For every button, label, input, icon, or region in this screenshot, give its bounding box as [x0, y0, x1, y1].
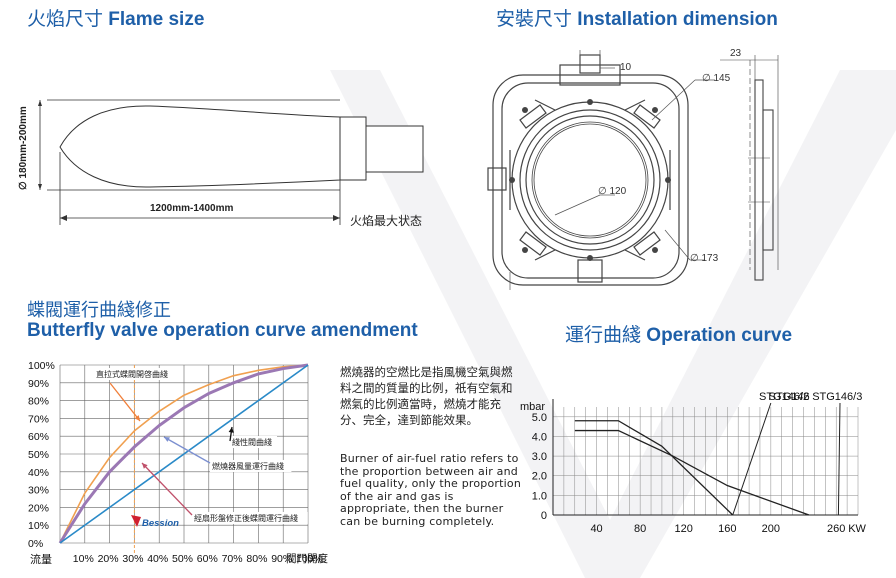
dim-173: ∅ 173 [690, 253, 719, 264]
valve-annotation-corrected: 經扇形盤修正後蝶閥運行曲綫 [194, 513, 298, 523]
dim-120: ∅ 120 [598, 186, 627, 197]
description-zh: 燃燒器的空燃比是指風機空氣與燃料之間的質量的比例，祇有空氣和燃氣的比例適當時，燃… [340, 365, 513, 427]
installation-heading: 安裝尺寸 Installation dimension [496, 8, 778, 30]
bession-logo-text: Bession [142, 518, 179, 529]
op-label-stg146-2-3: STG146/2 STG146/3 [759, 391, 862, 403]
op-y-tick: 2.0 [532, 471, 547, 483]
dim-145: ∅ 145 [702, 73, 731, 84]
flame-length-label: 1200mm-1400mm [150, 203, 234, 214]
valve-x-tick: 20% [98, 553, 119, 565]
valve-y-tick: 40% [28, 467, 49, 479]
valve-y-tick: 100% [28, 360, 55, 372]
valve-series-purple [58, 363, 309, 544]
valve-heading-en: Butterfly valve operation curve amendmen… [27, 320, 418, 341]
valve-x-tick: 10% [73, 553, 94, 565]
installation-drawing [487, 50, 779, 290]
valve-annotation-linear: 綫性閥曲綫 [232, 437, 272, 447]
valve-y-tick: 60% [28, 431, 49, 443]
valve-series-orange [59, 364, 309, 544]
valve-arrow-red [141, 462, 193, 516]
valve-x-tick: 90% [271, 553, 292, 565]
valve-y-tick: 0% [28, 538, 43, 550]
op-x-tick: 120 [675, 523, 693, 535]
valve-arrow-linear-head [228, 427, 234, 433]
flame-max-state-label: 火焰最大状态 [350, 214, 423, 228]
dim-10: 10 [620, 62, 632, 73]
valve-y-tick: 50% [28, 449, 49, 461]
valve-x-tick: 100% [296, 553, 323, 565]
op-y-tick: 0 [541, 510, 547, 522]
valve-arrow-red-head [142, 463, 148, 469]
valve-arrow-orange-head [134, 415, 140, 421]
bession-logo-mark [131, 515, 141, 527]
op-x-tick: 40 [590, 523, 602, 535]
op-x-tick: 80 [634, 523, 646, 535]
valve-annotation-corrected-bg [192, 512, 308, 524]
valve-arrow-orange [109, 382, 141, 422]
valve-annotation-orange: 直拉式蝶閥開啓曲綫 [96, 369, 168, 379]
valve-y-tick: 10% [28, 520, 49, 532]
valve-annotation-purple: 燃燒器風量運行曲綫 [212, 461, 284, 471]
op-y-tick: 5.0 [532, 412, 547, 424]
valve-arrow-purple [163, 436, 211, 464]
valve-y-tick: 90% [28, 378, 49, 390]
op-leader-stg146-2 [837, 402, 841, 516]
valve-x-tick: 70% [222, 553, 243, 565]
valve-x-tick: 30% [122, 553, 143, 565]
op-y-tick: 4.0 [532, 431, 547, 443]
flame-size-heading: 火焰尺寸 Flame size [27, 8, 205, 30]
valve-arrow-purple-head [164, 437, 170, 442]
valve-x-tick: 50% [172, 553, 193, 565]
valve-annotation-linear-bg [230, 436, 277, 448]
op-series-0 [574, 420, 734, 516]
valve-y-tick: 30% [28, 485, 49, 497]
op-y-unit: mbar [520, 401, 545, 413]
op-leader-stg146 [732, 402, 772, 516]
op-y-tick: 3.0 [532, 451, 547, 463]
valve-chart: 100%90%80%70%60%50%40%30%20%10%0%10%20%3… [28, 360, 328, 566]
flame-diagram [38, 99, 424, 225]
op-label-stg146: STG146 [769, 391, 810, 403]
valve-y-label: 流量 [30, 552, 52, 566]
dim-23: 23 [730, 48, 742, 59]
valve-x-label: 閥門開度 [286, 552, 328, 565]
valve-series-blue [59, 364, 309, 544]
op-x-tick: 160 [718, 523, 736, 535]
valve-annotation-purple-bg [210, 460, 292, 472]
op-x-tick: 260 [827, 523, 845, 535]
valve-x-tick: 40% [147, 553, 168, 565]
valve-y-tick: 70% [28, 413, 49, 425]
flame-diameter-label: ∅ 180mm-200mm [18, 106, 29, 190]
valve-heading-zh: 蝶閥運行曲綫修正 [27, 300, 171, 321]
description-en: Burner of air-fuel ratio refers to the p… [340, 452, 521, 528]
operation-heading: 運行曲綫 Operation curve [565, 324, 793, 346]
valve-annotation-orange-bg [94, 368, 176, 380]
op-x-unit: KW [848, 523, 866, 535]
valve-y-tick: 80% [28, 396, 49, 408]
valve-x-tick: 80% [246, 553, 267, 565]
valve-x-tick: 60% [197, 553, 218, 565]
op-y-tick: 1.0 [532, 490, 547, 502]
op-x-tick: 200 [762, 523, 780, 535]
op-series-1 [574, 429, 810, 516]
valve-y-tick: 20% [28, 502, 49, 514]
